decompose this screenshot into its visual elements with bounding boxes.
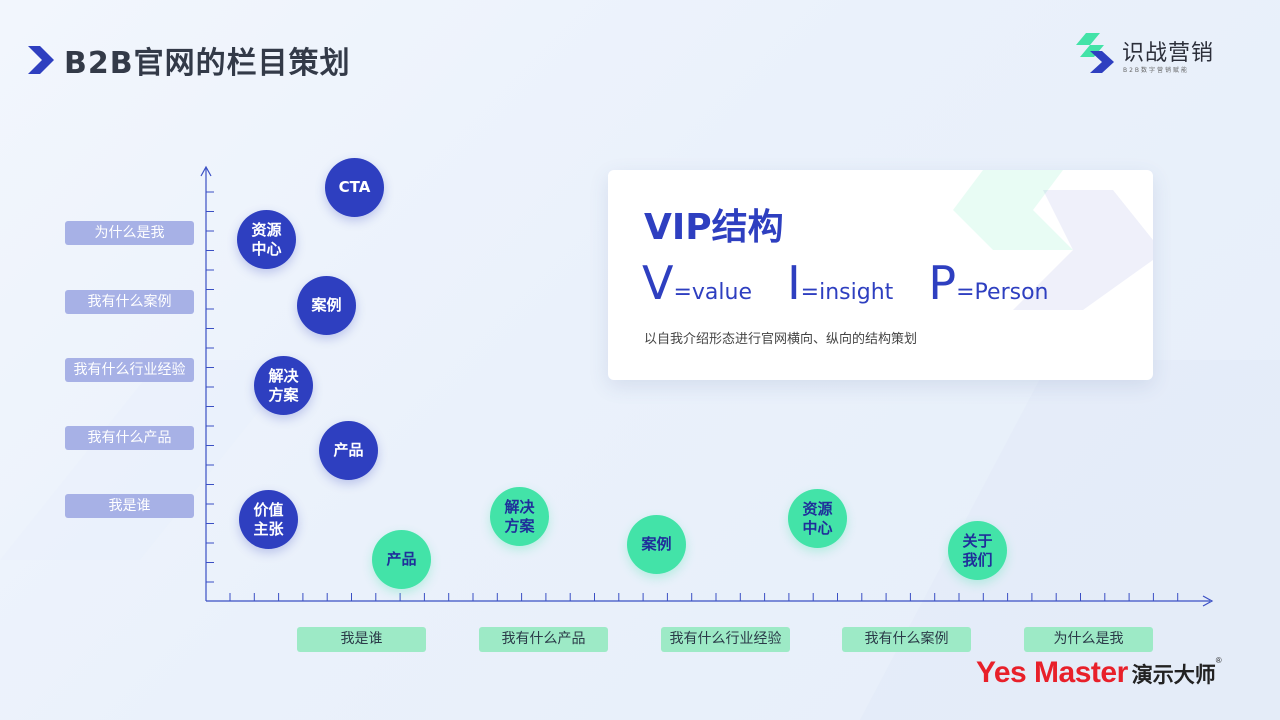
vip-item-i: I=insight — [787, 258, 893, 308]
bubble-cases: 案例 — [297, 276, 356, 335]
logo: 识战营销 B2B数字营销赋能 — [1076, 33, 1226, 77]
page-title: B2B官网的栏目策划 — [64, 46, 351, 81]
brand-name: Yes Master — [976, 656, 1128, 689]
bubble-resource-center-h: 资源 中心 — [788, 489, 847, 548]
y-axis-label: 我有什么案例 — [65, 290, 194, 314]
chevron-decoration-icon — [953, 170, 1153, 310]
vip-rest: =insight — [800, 280, 894, 305]
vip-rest: =Person — [956, 280, 1049, 305]
vip-item-v: V=value — [642, 258, 752, 308]
bubble-value-proposition: 价值 主张 — [239, 490, 298, 549]
y-axis-label: 我有什么行业经验 — [65, 358, 194, 382]
x-axis-label: 我有什么案例 — [842, 627, 971, 652]
vip-letter: I — [787, 256, 801, 310]
brand-reg: ® — [1215, 656, 1222, 665]
vip-items: V=value I=insight P=Person — [642, 258, 1079, 308]
bubble-cta: CTA — [325, 158, 384, 217]
y-axis-label: 我有什么产品 — [65, 426, 194, 450]
vip-letter: P — [928, 256, 957, 310]
bubble-resource-center: 资源 中心 — [237, 210, 296, 269]
x-axis-label: 为什么是我 — [1024, 627, 1153, 652]
logo-mark-icon — [1076, 33, 1114, 73]
bubble-text: 资源 中心 — [251, 220, 282, 258]
bubble-text: 关于 我们 — [962, 531, 993, 569]
vip-item-p: P=Person — [928, 258, 1048, 308]
y-axis-label: 为什么是我 — [65, 221, 194, 245]
bubble-text: 解决 方案 — [504, 497, 535, 535]
vip-rest: =value — [673, 280, 752, 305]
bubble-text: 价值 主张 — [253, 500, 284, 538]
y-axis-label: 我是谁 — [65, 494, 194, 518]
bubble-text: 解决 方案 — [268, 366, 299, 404]
chevron-right-icon — [28, 46, 54, 74]
logo-name: 识战营销 — [1122, 41, 1215, 66]
y-axis-arrow — [200, 165, 212, 177]
bubble-products: 产品 — [319, 421, 378, 480]
logo-subtitle: B2B数字营销赋能 — [1123, 67, 1190, 74]
vip-card: VIP结构 V=value I=insight P=Person 以自我介绍形态… — [608, 170, 1153, 380]
bubble-text: 资源 中心 — [802, 499, 833, 537]
brand-cn: 演示大师 — [1131, 664, 1216, 687]
bubble-products-h: 产品 — [372, 530, 431, 589]
vip-title: VIP结构 — [644, 207, 784, 248]
x-axis-arrow — [1202, 595, 1214, 607]
x-axis-label: 我是谁 — [297, 627, 426, 652]
bubble-cases-h: 案例 — [627, 515, 686, 574]
bubble-solutions: 解决 方案 — [254, 356, 313, 415]
bubble-solutions-h: 解决 方案 — [490, 487, 549, 546]
bubble-about-us-h: 关于 我们 — [948, 521, 1007, 580]
vip-description: 以自我介绍形态进行官网横向、纵向的结构策划 — [644, 332, 918, 347]
x-axis-label: 我有什么行业经验 — [661, 627, 790, 652]
vip-letter: V — [642, 256, 674, 310]
x-axis-label: 我有什么产品 — [479, 627, 608, 652]
